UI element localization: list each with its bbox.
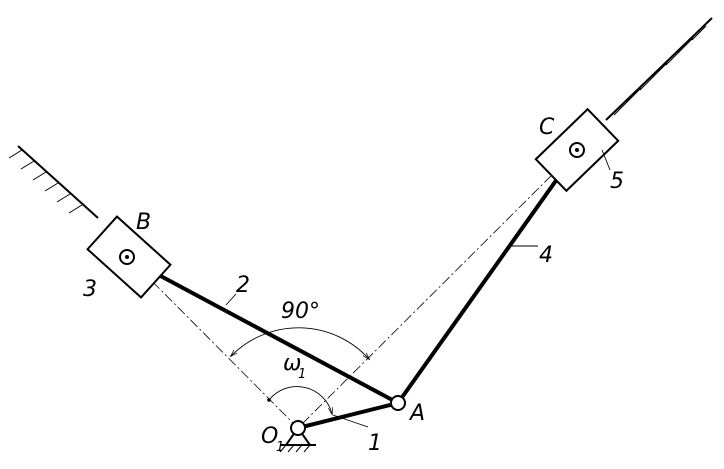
label-link-4: 4: [539, 243, 553, 268]
arc-start-dot: [267, 398, 271, 402]
label-o-sub: 1: [276, 440, 284, 455]
label-link-2: 2: [236, 273, 250, 298]
left-guide: [8, 145, 99, 219]
link-2: [126, 256, 399, 405]
omega-arc: [268, 386, 332, 414]
label-a: A: [408, 401, 425, 426]
label-omega-sub: 1: [298, 367, 306, 382]
angle-90-arc: [231, 327, 369, 359]
link-1-crank: [297, 401, 399, 430]
link-4: [396, 149, 579, 405]
right-guide: [605, 17, 713, 121]
leader-lines: [225, 149, 611, 428]
label-link-5: 5: [610, 169, 624, 194]
label-omega: ω: [283, 351, 301, 376]
joint-c-center: [575, 148, 579, 152]
construction-lines: [126, 149, 578, 429]
joint-b-center: [125, 255, 129, 259]
label-angle: 90°: [281, 299, 320, 324]
joint-o1: [290, 420, 306, 436]
label-c: C: [539, 115, 555, 140]
label-link-1: 1: [368, 431, 382, 456]
label-link-3: 3: [83, 277, 97, 302]
label-b: B: [136, 210, 151, 235]
pivot-o1-support: [279, 426, 316, 453]
joint-a: [390, 395, 406, 411]
label-o: O: [261, 424, 278, 449]
